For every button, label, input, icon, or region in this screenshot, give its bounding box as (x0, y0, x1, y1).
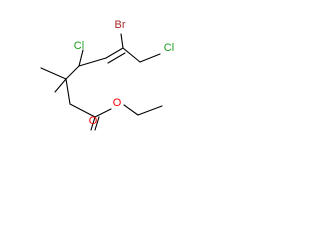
bond-methyl-left (40, 67, 67, 80)
carbonyl-oxygen-label: O (89, 115, 98, 127)
bond-o-ethyl (123, 104, 139, 116)
bond-carbonyl-o (94, 108, 112, 118)
bond-methyl-down (54, 78, 67, 93)
atom-labels: Cl Br Cl O O (74, 19, 174, 127)
bond-ethyl-methyl (137, 105, 163, 116)
bond-co-double-a (90, 116, 96, 131)
bromine-label: Br (115, 19, 126, 31)
molecule-structure: Cl Br Cl O O (40, 19, 174, 131)
bond-cchl-alkene (78, 57, 107, 67)
bonds (40, 33, 163, 131)
bond-alkene-double-b (107, 52, 126, 64)
bond-ch2-carbonyl (69, 103, 96, 118)
ester-oxygen-label: O (113, 97, 122, 109)
bond-cquat-ch2 (65, 78, 71, 105)
bond-alkene-ch2 (122, 47, 141, 63)
bond-c-br (120, 33, 124, 49)
chlorine-label-right: Cl (164, 42, 174, 54)
bond-ch2-cl-right (139, 53, 161, 63)
chlorine-label-upper: Cl (74, 40, 84, 52)
bond-c-cl-upper (78, 49, 84, 67)
bond-alkene-double-a (105, 47, 124, 59)
bond-cquat-cchl (65, 65, 80, 80)
bond-co-double-b (94, 116, 100, 131)
